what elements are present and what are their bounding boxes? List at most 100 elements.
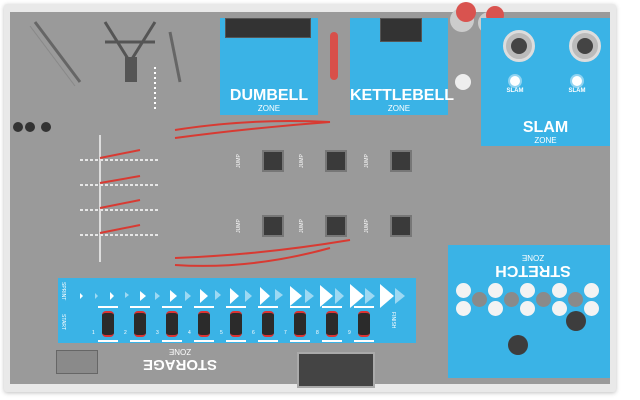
slam-target-label: SLAM [506,88,524,94]
sprint-arrow [185,290,191,301]
sprint-arrow [290,286,302,306]
sandbag [230,311,242,337]
stretch-mat-circle [584,301,599,316]
sprint-arrow [350,284,364,308]
plyo-box [325,215,347,237]
slam-zone-sub: ZONE [534,136,557,145]
jump-label: JUMP [363,219,370,233]
start-label: START [60,314,66,330]
storage-zone-sub: ZONE [168,347,192,356]
sprint-arrow [215,290,221,301]
stretch-mat-circle [456,283,471,298]
sprint-lane [162,306,182,342]
sprint-lane [130,306,150,342]
sandbag [198,311,210,337]
sandbag [326,311,338,337]
jump-label: JUMP [363,154,370,168]
storage-zone: STORAGE ZONE [140,347,220,373]
stretch-mat-circle [552,301,567,316]
slam-ball-tray [503,30,535,62]
sprint-arrow [275,289,283,302]
stretch-zone: STRETCH ZONE [448,245,610,378]
jump-label: JUMP [235,154,242,168]
kettlebell-rack [380,18,422,42]
lane-number: 1 [92,330,95,336]
slam-zone-title: SLAM [522,119,569,136]
stretch-mat-circle [456,301,471,316]
sprint-arrow [80,293,83,299]
medicine-ball [566,311,586,331]
jump-label: JUMP [298,219,305,233]
jump-label: JUMP [298,154,305,168]
lane-number: 5 [220,330,223,336]
stretch-mat-circle [520,301,535,316]
sprint-arrow [320,285,333,307]
stretch-mat-circle [584,283,599,298]
sprint-arrow [335,287,344,304]
sprint-arrow [365,287,375,304]
slam-zone: SLAM SLAM SLAM ZONE [481,18,610,146]
kettlebell-zone-title: KETTLEBELL [350,87,454,104]
stretch-mat-circle [504,292,519,307]
sprint-lane [226,306,246,342]
sprint-arrow [260,287,270,305]
sandbag [358,311,370,337]
sprint-lane [354,306,374,342]
lane-number: 6 [252,330,255,336]
lane-number: 8 [316,330,319,336]
sprint-lane [258,306,278,342]
sprint-arrow [245,289,252,302]
lane-number: 2 [124,330,127,336]
sandbag [262,311,274,337]
sprint-arrow [140,291,146,301]
stretch-mat-circle [472,292,487,307]
sprint-arrow [230,288,239,304]
stretch-zone-sub: ZONE [521,253,545,262]
sprint-arrow [200,289,208,303]
sprint-lane [290,306,310,342]
sprint-arrow [125,292,129,299]
sprint-arrow [380,284,394,308]
squat-rack-equipment [13,21,182,132]
sprint-lane [322,306,342,342]
lane-number: 4 [188,330,191,336]
sprint-label: SPRINT [60,282,66,301]
dumbell-zone-sub: ZONE [257,104,281,113]
sprint-arrow [155,291,160,300]
kettlebell-zone-sub: ZONE [387,104,411,113]
dumbbell-rack [225,18,311,38]
stretch-mat-circle [520,283,535,298]
medicine-ball [508,335,528,355]
lane-number: 3 [156,330,159,336]
storage-zone-title: STORAGE [143,356,217,373]
sandbag [294,311,306,337]
sprint-arrow [395,287,405,304]
sprint-arrow [110,292,114,300]
stretch-mat-circle [488,283,503,298]
sandbag [166,311,178,337]
stretch-mat-circle [488,301,503,316]
plyo-box [390,150,412,172]
target-disc [455,74,471,90]
sandbag [102,311,114,337]
kettlebell-zone: KETTLEBELL ZONE [350,18,454,115]
slam-target-label: SLAM [568,88,586,94]
lane-number: 9 [348,330,351,336]
sprint-arrow [305,288,314,303]
dumbell-zone: DUMBELL ZONE [220,18,318,115]
stretch-mat-circle [536,292,551,307]
slam-ball-tray [569,30,601,62]
plyo-box [390,215,412,237]
plyo-box [262,215,284,237]
jump-label: JUMP [235,219,242,233]
landmine-bar [330,32,338,80]
sprint-track[interactable]: SPRINT START FINISH 1 2 3 4 5 6 7 8 9 [58,278,416,343]
sandbag [134,311,146,337]
lane-number: 7 [284,330,287,336]
storage-bench [56,350,98,374]
finish-label: FINISH [390,312,396,329]
stretch-zone-title: STRETCH [495,262,571,279]
plyo-box [325,150,347,172]
dumbell-zone-title: DUMBELL [229,87,309,104]
